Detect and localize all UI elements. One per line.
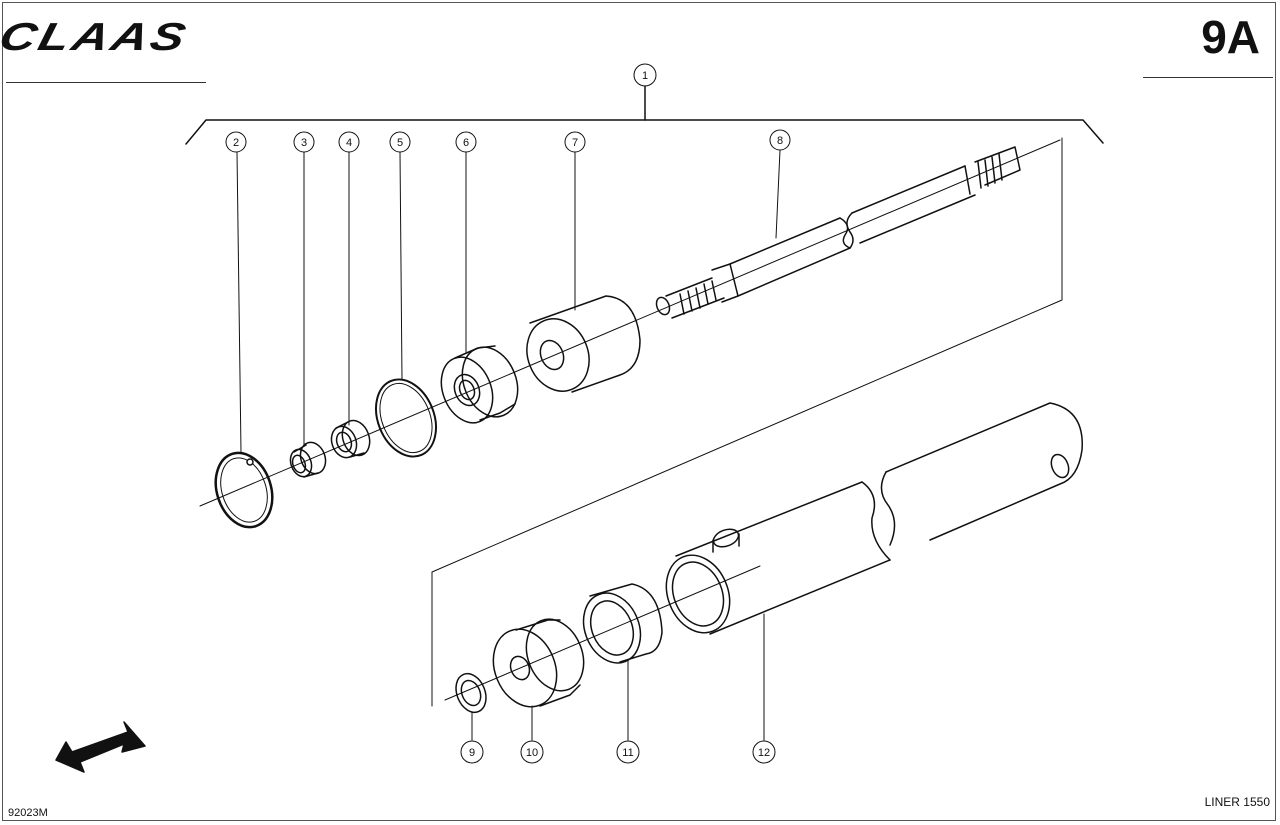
callout-12: 12 <box>752 740 776 764</box>
callout-5: 5 <box>389 131 411 153</box>
header-rule-right <box>1143 77 1273 78</box>
callout-label-6: 6 <box>463 137 469 149</box>
assembly-bracket <box>185 119 1104 145</box>
callout-1: 1 <box>633 63 657 87</box>
part-9-washer <box>455 672 487 714</box>
callout-9: 9 <box>460 740 484 764</box>
page-reference: 9A <box>1201 11 1260 63</box>
part-12-cylinder-tube <box>665 402 1083 635</box>
part-8-rod <box>655 146 1021 319</box>
callout-leaders <box>236 149 781 741</box>
part-6-guide-head <box>440 345 519 424</box>
callout-2: 2 <box>225 131 247 153</box>
callout-label-7: 7 <box>572 137 578 149</box>
callout-label-12: 12 <box>758 747 770 759</box>
part-5-o-ring <box>375 378 437 458</box>
axis-lower <box>444 565 761 701</box>
header-rule-left <box>6 82 206 83</box>
callout-6: 6 <box>455 131 477 153</box>
direction-arrow-icon <box>55 721 146 773</box>
part-7-piston <box>526 295 641 393</box>
callout-label-2: 2 <box>233 137 239 149</box>
callout-8: 8 <box>769 129 791 151</box>
callout-7: 7 <box>564 131 586 153</box>
part-10-piston-head <box>492 618 585 708</box>
callout-label-4: 4 <box>346 137 352 149</box>
callout-label-3: 3 <box>301 137 307 149</box>
callout-label-1: 1 <box>642 70 648 82</box>
part-11-bushing <box>582 583 663 664</box>
callout-3: 3 <box>293 131 315 153</box>
part-4-seal <box>330 419 371 459</box>
axis-upper <box>199 139 1061 507</box>
callout-label-8: 8 <box>777 135 783 147</box>
callout-11: 11 <box>616 740 640 764</box>
callout-4: 4 <box>338 131 360 153</box>
callout-label-10: 10 <box>526 747 538 759</box>
callout-label-5: 5 <box>397 137 403 149</box>
callout-10: 10 <box>520 740 544 764</box>
assembly-outline <box>431 137 1063 707</box>
part-3-wiper <box>289 441 327 478</box>
drawing-number: 92023M <box>8 807 48 819</box>
model-name: LINER 1550 <box>1204 795 1270 809</box>
callout-label-11: 11 <box>622 747 633 759</box>
callout-label-9: 9 <box>469 747 475 759</box>
part-2-circlip <box>214 451 274 529</box>
